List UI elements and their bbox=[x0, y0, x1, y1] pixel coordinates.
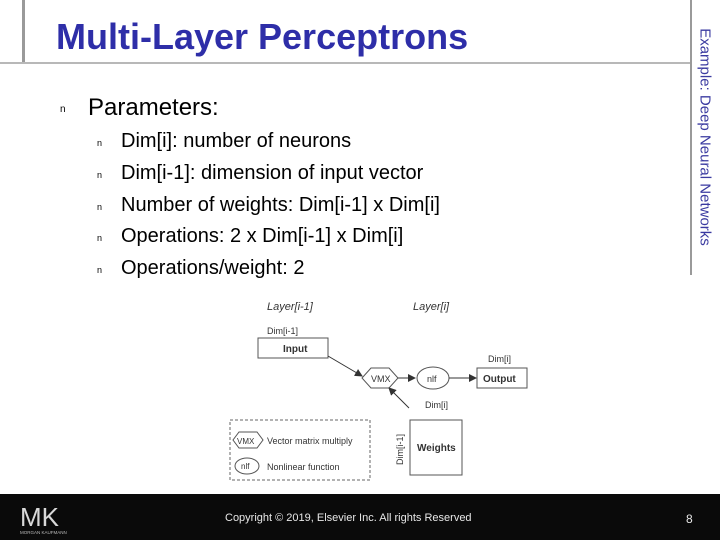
legend-nlf-text: Nonlinear function bbox=[267, 462, 340, 472]
side-label-panel bbox=[690, 0, 720, 275]
sub-bullet-text: Operations: 2 x Dim[i-1] x Dim[i] bbox=[121, 225, 404, 247]
bullet-icon: n bbox=[97, 138, 103, 148]
vmx-label: VMX bbox=[371, 374, 391, 384]
copyright-text: Copyright © 2019, Elsevier Inc. All righ… bbox=[225, 512, 472, 524]
layer-cur-label: Layer[i] bbox=[413, 301, 450, 313]
weights-to-vmx-arrow bbox=[388, 387, 410, 409]
page-number: 8 bbox=[686, 512, 693, 526]
legend-nlf-icon bbox=[234, 457, 260, 475]
legend-vmx-icon bbox=[232, 431, 264, 449]
logo-text: MK bbox=[20, 502, 60, 532]
sub-bullet-text: Operations/weight: 2 bbox=[121, 257, 305, 279]
sub-bullet-text: Dim[i]: number of neurons bbox=[121, 130, 352, 152]
legend-vmx-symbol: VMX bbox=[237, 437, 255, 446]
bullet-icon: n bbox=[97, 233, 103, 243]
bullet-icon: n bbox=[97, 265, 103, 275]
legend-nlf-symbol: nlf bbox=[241, 462, 250, 471]
main-bullet-text: Parameters: bbox=[88, 94, 219, 121]
weights-box bbox=[409, 419, 463, 476]
slide-title: Multi-Layer Perceptrons bbox=[56, 16, 469, 57]
bullet-icon: n bbox=[60, 104, 66, 115]
title-underline bbox=[0, 62, 690, 64]
legend-box bbox=[229, 419, 371, 481]
side-label-text: Example: Deep Neural Networks bbox=[696, 28, 714, 246]
footer-bar: MK MORGAN KAUFMANN Copyright © 2019, Els… bbox=[0, 494, 720, 540]
input-to-vmx-arrow bbox=[327, 355, 363, 377]
input-label: Input bbox=[283, 344, 308, 355]
dim-prev-vertical-label: Dim[i-1] bbox=[395, 434, 405, 465]
mlp-diagram: Layer[i-1] Layer[i] Dim[i-1] Input VMX n… bbox=[229, 301, 528, 481]
sub-bullet-text: Dim[i-1]: dimension of input vector bbox=[121, 162, 424, 184]
bullet-icon: n bbox=[97, 202, 103, 212]
dim-i-weights-label: Dim[i] bbox=[425, 400, 448, 410]
sub-bullet-text: Number of weights: Dim[i-1] x Dim[i] bbox=[121, 194, 440, 216]
dim-prev-label: Dim[i-1] bbox=[267, 326, 298, 336]
nlf-label: nlf bbox=[427, 374, 437, 384]
weights-label: Weights bbox=[417, 443, 456, 454]
logo-subtext: MORGAN KAUFMANN bbox=[20, 530, 67, 535]
side-label: Example: Deep Neural Networks bbox=[690, 0, 720, 275]
input-box bbox=[257, 337, 329, 359]
output-label: Output bbox=[483, 374, 516, 385]
bullet-icon: n bbox=[97, 170, 103, 180]
legend-vmx-text: Vector matrix multiply bbox=[267, 436, 353, 446]
output-box bbox=[476, 367, 528, 389]
layer-prev-label: Layer[i-1] bbox=[267, 301, 314, 313]
dim-i-out-label: Dim[i] bbox=[488, 354, 511, 364]
decorative-vertical-line bbox=[22, 0, 25, 62]
mk-logo-icon: MK MORGAN KAUFMANN bbox=[20, 502, 67, 535]
